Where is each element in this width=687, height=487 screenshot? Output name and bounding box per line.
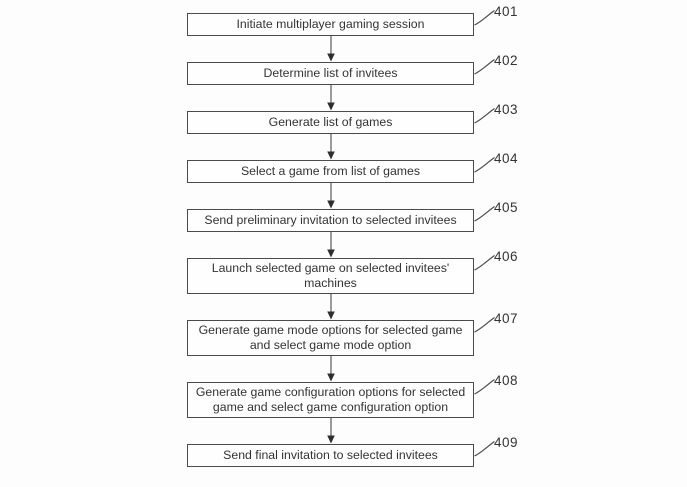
process-box-label: Determine list of invitees [263,66,398,80]
process-box-403: Generate list of games [187,111,474,134]
leader-line-icon [474,379,495,395]
ref-numeral: 407 [494,311,519,326]
process-box-405: Send preliminary invitation to selected … [187,209,474,232]
leader-line-icon [474,206,495,222]
process-box-409: Send final invitation to selected invite… [187,444,474,467]
flow-step-407: Generate game mode options for selected … [187,311,518,356]
process-box-label: Send preliminary invitation to selected … [204,213,457,227]
ref-numeral: 406 [494,249,519,264]
flow-step-404: Select a game from list of games 404 [187,151,518,183]
leader-line-icon [474,10,495,26]
leader-line-icon [474,317,495,333]
process-box-label: Send final invitation to selected invite… [223,448,438,462]
flow-arrow [187,134,474,160]
flow-arrow [187,183,474,209]
flow-arrow [187,85,474,111]
flow-arrow [187,232,474,258]
ref-numeral: 401 [494,4,519,19]
flow-arrow [187,36,474,62]
process-box-label: Generate game configuration options for … [195,385,466,414]
flow-step-405: Send preliminary invitation to selected … [187,200,518,232]
down-arrow-icon [326,183,335,209]
process-box-404: Select a game from list of games [187,160,474,183]
ref-numeral: 404 [494,151,519,166]
down-arrow-icon [326,294,335,320]
leader-line-icon [474,59,495,75]
down-arrow-icon [326,85,335,111]
process-box-label: Generate game mode options for selected … [198,323,463,352]
flow-step-402: Determine list of invitees 402 [187,53,518,85]
process-box-402: Determine list of invitees [187,62,474,85]
leader-line-icon [474,441,495,457]
down-arrow-icon [326,418,335,444]
ref-numeral: 402 [494,53,519,68]
down-arrow-icon [326,232,335,258]
down-arrow-icon [326,36,335,62]
leader-line-icon [474,108,495,124]
down-arrow-icon [326,356,335,382]
process-box-label: Select a game from list of games [240,164,421,178]
ref-numeral: 408 [494,373,519,388]
process-box-label: Initiate multiplayer gaming session [236,17,425,31]
process-box-406: Launch selected game on selected invitee… [187,258,474,294]
process-box-407: Generate game mode options for selected … [187,320,474,356]
flow-step-409: Send final invitation to selected invite… [187,435,518,467]
ref-numeral: 403 [494,102,519,117]
flow-step-403: Generate list of games 403 [187,102,518,134]
leader-line-icon [474,157,495,173]
process-box-label: Launch selected game on selected invitee… [211,261,450,290]
process-box-label: Generate list of games [268,115,393,129]
ref-numeral: 405 [494,200,519,215]
flow-column: Initiate multiplayer gaming session 401 … [187,4,518,467]
flow-step-406: Launch selected game on selected invitee… [187,249,518,294]
ref-numeral: 409 [494,435,519,450]
leader-line-icon [474,255,495,271]
process-box-401: Initiate multiplayer gaming session [187,13,474,36]
process-box-408: Generate game configuration options for … [187,382,474,418]
flow-arrow [187,418,474,444]
flow-step-401: Initiate multiplayer gaming session 401 [187,4,518,36]
flow-arrow [187,356,474,382]
down-arrow-icon [326,134,335,160]
flow-arrow [187,294,474,320]
flow-step-408: Generate game configuration options for … [187,373,518,418]
